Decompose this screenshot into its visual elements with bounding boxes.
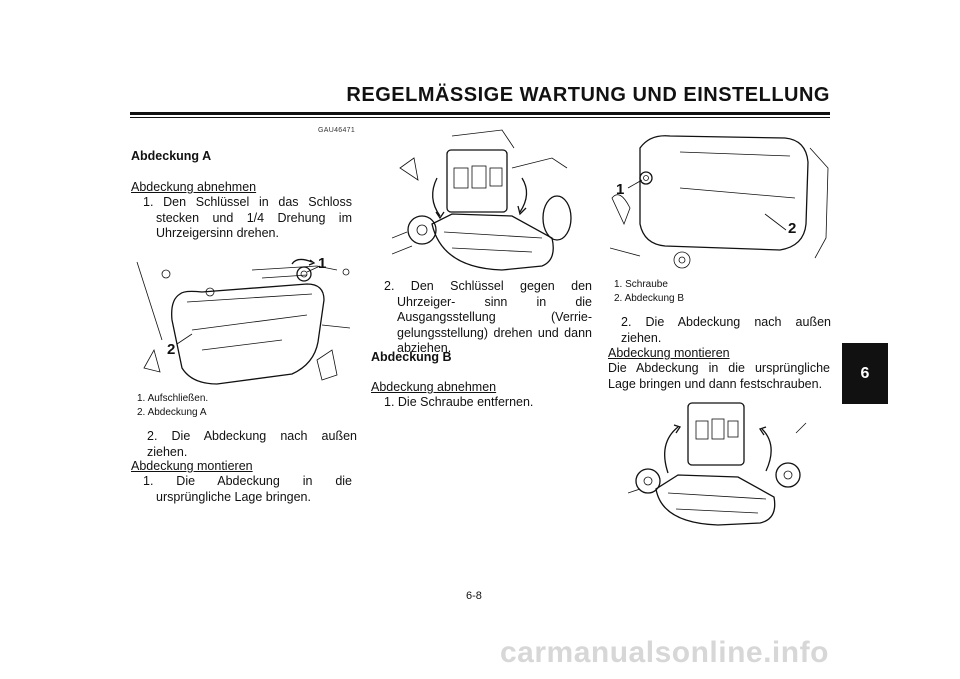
step-a-2: 2. Die Abdeckung nach außen ziehen.: [147, 429, 357, 459]
watermark: carmanualsonline.info: [500, 636, 829, 669]
remove-title-b: Abdeckung abnehmen: [371, 380, 497, 394]
step-a-3: 2. Den Schlüssel gegen den Uhrzeiger- si…: [384, 279, 592, 355]
figure-cover-a: 1 2: [136, 255, 351, 385]
caption-b-1: 1. Schraube: [614, 279, 668, 290]
caption-b-2: 2. Abdeckung B: [614, 293, 685, 304]
step-b-2: 2. Die Abdeckung nach außen ziehen.: [621, 315, 831, 345]
step-b-1: 1. Die Schraube entfernen.: [384, 395, 534, 409]
page-title: REGELMÄSSIGE WARTUNG UND EINSTELLUNG: [346, 84, 830, 106]
figure-cover-b: 1 2: [610, 135, 829, 269]
step-a-1: 1. Den Schlüssel in das Schloss stecken …: [143, 195, 352, 240]
figure-a-label-2: 2: [167, 341, 175, 358]
header-rule-thin: [130, 117, 830, 118]
install-step-a-1: 1. Die Abdeckung in die ursprüngliche La…: [143, 474, 352, 504]
figure-a-label-1: 1: [318, 255, 326, 272]
section-heading-a: Abdeckung A: [131, 149, 212, 163]
section-heading-b: Abdeckung B: [371, 350, 452, 364]
install-text-b: Die Abdeckung in die ursprüngliche Lage …: [608, 361, 830, 391]
install-title-b: Abdeckung montieren: [608, 346, 730, 360]
figure-b-label-1: 1: [616, 181, 624, 198]
figure-b-label-2: 2: [788, 220, 796, 237]
caption-a-2: 2. Abdeckung A: [137, 407, 207, 418]
remove-title-a: Abdeckung abnehmen: [131, 180, 257, 194]
figure-install-b: [628, 402, 807, 526]
figure-lock-key: [392, 129, 572, 271]
chapter-tab: 6: [842, 343, 888, 404]
install-title-a: Abdeckung montieren: [131, 459, 253, 473]
caption-a-1: 1. Aufschließen.: [137, 393, 209, 404]
header-rule-thick: [130, 112, 830, 115]
doc-code: GAU46471: [318, 127, 356, 134]
page-number: 6-8: [466, 590, 482, 602]
